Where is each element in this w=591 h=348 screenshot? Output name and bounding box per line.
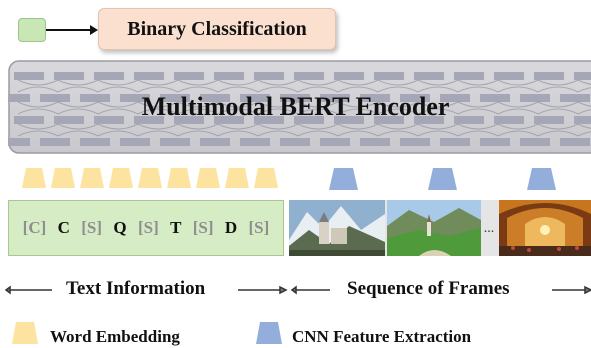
- encoder-block: [8, 60, 591, 154]
- encoder-title: Multimodal BERT Encoder: [141, 92, 450, 121]
- cnn-feature-shape: [428, 168, 457, 190]
- binary-classification-box: Binary Classification: [98, 8, 336, 50]
- word-embedding-shape: [22, 168, 46, 188]
- text-token: [C]: [22, 218, 47, 237]
- text-token: C: [57, 218, 70, 237]
- word-embedding-shape: [109, 168, 133, 188]
- word-embedding-shape: [196, 168, 220, 188]
- frame-image-castle: [289, 200, 385, 256]
- text-token: [S]: [248, 218, 270, 237]
- frame-image-valley: [387, 200, 481, 256]
- section-dividers: [4, 285, 591, 295]
- cnn-feature-shape: [329, 168, 358, 190]
- word-embedding-shape: [51, 168, 75, 188]
- text-token: [S]: [192, 218, 214, 237]
- text-token: [S]: [81, 218, 103, 237]
- text-information-label: Text Information: [66, 278, 206, 299]
- word-embedding-shape: [167, 168, 191, 188]
- arrow-icon: [46, 25, 98, 35]
- text-token: [S]: [137, 218, 159, 237]
- frame-image-hall: [499, 200, 591, 256]
- frame-ellipsis: ...: [484, 221, 495, 236]
- cnn-feature-legend-label: CNN Feature Extraction: [292, 327, 472, 346]
- word-embedding-legend-icon: [12, 322, 38, 344]
- text-token: T: [170, 218, 182, 237]
- cnn-feature-shape: [527, 168, 556, 190]
- word-embedding-shape: [80, 168, 104, 188]
- word-embedding-shape: [225, 168, 249, 188]
- cls-output-token: [18, 18, 46, 42]
- embedding-row: [22, 168, 556, 190]
- word-embedding-legend-label: Word Embedding: [50, 327, 180, 346]
- word-embedding-shape: [138, 168, 162, 188]
- word-embedding-shape: [254, 168, 278, 188]
- text-token-box: [C] C [S] Q [S] T [S] D [S]: [8, 200, 284, 256]
- cnn-feature-legend-icon: [256, 322, 282, 344]
- text-token: Q: [113, 218, 127, 237]
- frames-label: Sequence of Frames: [347, 278, 510, 299]
- text-token: D: [224, 218, 238, 237]
- frame-sequence: ...: [289, 200, 591, 256]
